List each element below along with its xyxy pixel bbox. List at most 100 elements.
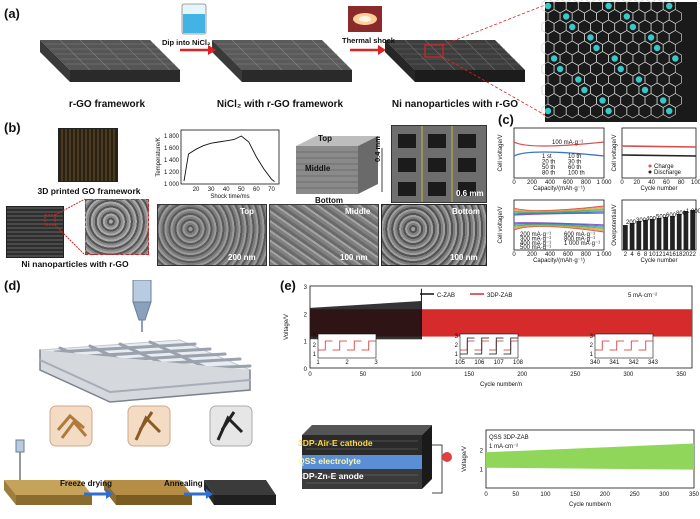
rate-discharge-curve: [513, 222, 605, 227]
rate-charge-curve: [513, 212, 605, 216]
sem-scale-2: 100 nm: [340, 253, 368, 262]
e-inset-ytick: 3: [313, 334, 317, 340]
e-inset-black: [460, 337, 518, 355]
over-bar: [690, 210, 695, 250]
over-xlabel: Cycle number: [640, 258, 677, 264]
inset-2: [127, 405, 171, 447]
temp-xtick: 40: [223, 187, 230, 193]
printed-go-caption: 3D printed GO framework: [37, 186, 141, 196]
sem-grid-scale: 0.6 mm: [456, 189, 484, 198]
e-inset-tick: 343: [648, 360, 659, 366]
sem-bottom-image: [381, 204, 487, 266]
e-inset-ytick: 3: [455, 334, 459, 340]
slab-3: [204, 480, 276, 505]
rate-xlabel: Capacity/(mAh·g⁻¹): [533, 258, 585, 264]
arrow-dip-label: Dip into NiCl₂: [162, 38, 211, 47]
layered-block-illustration: [296, 136, 383, 194]
temp-ytick: 1 800: [164, 134, 180, 140]
temp-xtick: 70: [268, 187, 275, 193]
slab-1: [4, 480, 92, 505]
cd-xtick: 40: [648, 180, 655, 186]
cv1-legend: 30 th: [568, 160, 581, 166]
qss-xtick: 100: [540, 492, 551, 498]
freeze-label: Freeze drying: [60, 479, 113, 488]
inset-1: [49, 405, 93, 447]
layer-top-label: Top: [318, 134, 333, 143]
e-xtick: 100: [411, 372, 422, 378]
ni-particle: [659, 97, 667, 104]
over-ylabel: Overpotential/V: [612, 204, 618, 245]
e-inset-ytick: 2: [590, 343, 594, 349]
woven-lattice: [39, 339, 252, 403]
over-bar-label: 300: [636, 218, 647, 224]
e-xtick: 300: [623, 372, 634, 378]
caption-nicl2: NiCl₂ with r-GO framework: [216, 99, 344, 110]
rate-xtick: 400: [545, 252, 556, 258]
cv1-legend: 10 th: [568, 154, 581, 160]
panel-d-label: (d): [4, 278, 21, 293]
hexagon-zoom-inset: [541, 0, 697, 122]
qss-ylabel: Voltage/V: [462, 446, 468, 472]
print-nozzle-icon: [132, 280, 152, 332]
sem-middle-image: [269, 204, 379, 266]
e-inset-ytick: 1: [590, 352, 594, 358]
ni-particle: [544, 2, 552, 10]
layer-bottom-label: Bottom: [315, 196, 343, 205]
e-inset-tick: 106: [474, 360, 485, 366]
qss-xtick: 300: [659, 492, 670, 498]
temp-xtick: 30: [208, 187, 215, 193]
cv1-ylabel: Cell voltage/V: [498, 134, 504, 171]
e-inset-ytick: 1: [455, 352, 459, 358]
dip-arrow: [180, 45, 216, 55]
over-bar: [656, 218, 662, 250]
e-inset-frame: [317, 333, 377, 359]
cv1-xtick: 600: [563, 180, 574, 186]
e-inset-tick: 341: [609, 360, 620, 366]
ni-rgo-photo: [6, 206, 64, 258]
rate-xtick: 800: [581, 252, 592, 258]
e-ytick: 3: [304, 285, 308, 291]
ni-particle: [550, 55, 558, 62]
ni-particle: [569, 23, 576, 31]
rate-legend: 600 mA·g⁻¹: [564, 232, 595, 238]
e-inset-red: [318, 340, 376, 351]
rate-ylabel: Cell voltage/V: [498, 206, 504, 243]
rate-xtick: 600: [563, 252, 574, 258]
over-bar: [636, 221, 642, 250]
cd-frame: [621, 127, 697, 179]
sem-top-label: Top: [240, 207, 255, 216]
over-xtick: 8: [644, 252, 648, 258]
panel-d-illustration: [4, 280, 276, 505]
ni-rgo-caption: Ni nanoparticles with r-GO: [21, 259, 129, 269]
anneal-arrow: [184, 489, 213, 499]
cathode-label: 3DP-Air-E cathode: [298, 438, 373, 448]
rate-charge-curve: [513, 206, 605, 212]
temp-ytick: 1 000: [164, 182, 180, 188]
e-inset-tick: 107: [494, 360, 505, 366]
rate-charge-curve: [513, 207, 605, 213]
ni-particle: [617, 65, 624, 73]
over-bar-label: 500: [656, 215, 667, 221]
hex-cell: [662, 103, 676, 119]
e-inset-tick: 2: [345, 360, 349, 366]
rate-discharge-curve: [513, 226, 605, 233]
temp-line: [183, 135, 275, 182]
rate-charge-curve: [513, 209, 605, 213]
cv1-legend: 60 th: [568, 165, 581, 171]
e-inset-ytick: 3: [590, 334, 594, 340]
temp-xtick: 50: [238, 187, 245, 193]
sem-bottom-label: Bottom: [452, 207, 480, 216]
rate-legend: 300 mA·g⁻¹: [520, 236, 551, 242]
over-bar: [663, 217, 669, 250]
caption-rgo: r-GO framework: [68, 99, 146, 110]
qss-xtick: 250: [630, 492, 641, 498]
rate-legend: 500 mA·g⁻¹: [520, 245, 551, 251]
arrow-shock-label: Thermal shock: [342, 36, 395, 45]
qss-xlabel: Cycle number/n: [569, 502, 611, 508]
over-bar: [683, 211, 689, 250]
ni-particle: [641, 86, 649, 94]
ni-particle: [587, 34, 594, 41]
cd-legend-charge: Charge: [654, 164, 674, 170]
